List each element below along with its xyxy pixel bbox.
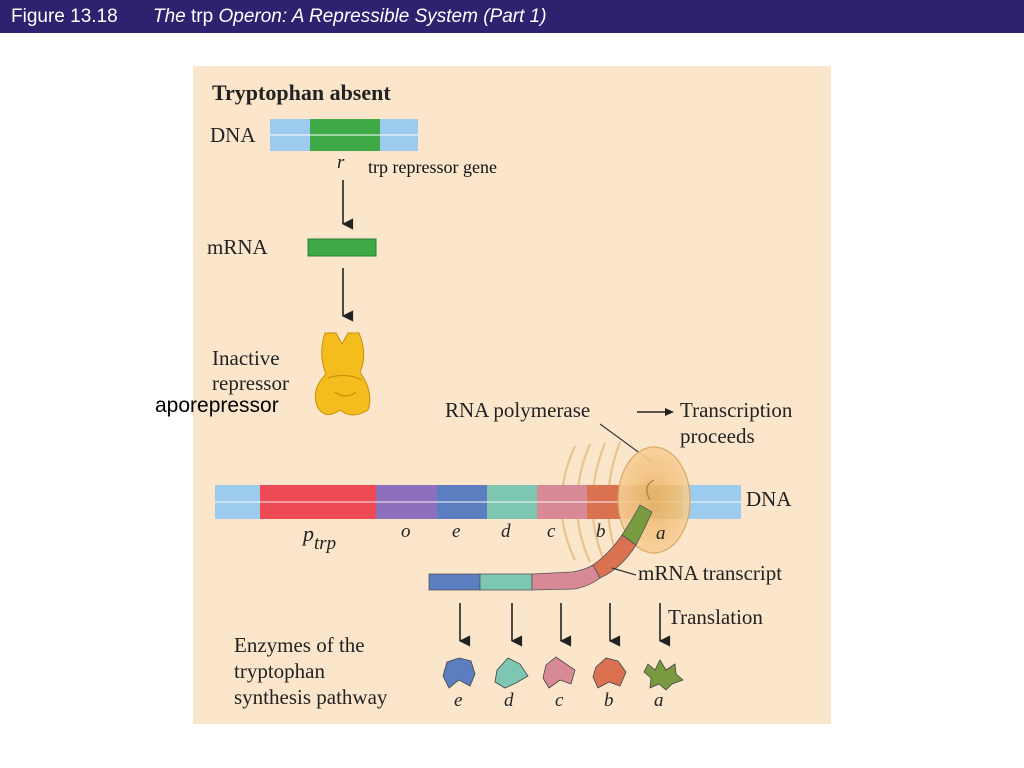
- label-enzymes-3: synthesis pathway: [234, 685, 388, 709]
- translation-arrows: [458, 603, 671, 647]
- label-enzyme-e: e: [454, 690, 463, 711]
- label-gene-o: o: [401, 521, 411, 542]
- repressor-mrna-bar: [307, 238, 377, 257]
- transcript-pointer: [611, 567, 637, 576]
- label-dna-main: DNA: [746, 487, 792, 511]
- label-gene-c: c: [547, 521, 556, 542]
- label-mrna-transcript: mRNA transcript: [638, 561, 783, 585]
- transcript-seg-d: [479, 573, 533, 591]
- label-enzyme-c: c: [555, 690, 564, 711]
- top-dna-strand: [270, 119, 418, 151]
- main-dna-strand: [215, 485, 741, 519]
- label-translation: Translation: [668, 605, 763, 629]
- enzyme-b: [592, 657, 627, 689]
- label-enzymes-1: Enzymes of the: [234, 633, 365, 657]
- label-repressor-gene: trp repressor gene: [368, 157, 497, 177]
- enzyme-c: [542, 656, 576, 689]
- enzyme-shapes: [442, 656, 684, 691]
- label-gene-e: e: [452, 521, 461, 542]
- label-enzymes-2: tryptophan: [234, 659, 325, 683]
- label-mrna: mRNA: [207, 235, 268, 259]
- figure-number: Figure 13.18: [11, 6, 118, 27]
- label-transcription: Transcription: [680, 398, 793, 422]
- transcript-seg-e: [428, 573, 481, 591]
- enzyme-d: [494, 657, 529, 689]
- label-promoter-sub: trp: [314, 533, 337, 554]
- title-italic-the: The: [153, 6, 186, 27]
- figure-title: The trp Operon: A Repressible System (Pa…: [153, 0, 547, 33]
- label-promoter-p: p: [303, 521, 314, 546]
- label-gene-a: a: [656, 523, 666, 544]
- heading-tryptophan-absent: Tryptophan absent: [212, 80, 391, 105]
- label-proceeds: proceeds: [680, 424, 755, 448]
- title-bar: Figure 13.18 The trp Operon: A Repressib…: [0, 0, 1024, 33]
- title-trp: trp: [191, 6, 214, 27]
- label-enzyme-a: a: [654, 690, 664, 711]
- label-repressor: repressor: [212, 371, 289, 395]
- title-italic-rest: Operon: A Repressible System (Part 1): [218, 6, 547, 27]
- label-promoter: ptrp: [303, 521, 336, 554]
- label-enzyme-b: b: [604, 690, 614, 711]
- label-inactive: Inactive: [212, 346, 280, 370]
- label-aporepressor: aporepressor: [155, 394, 279, 417]
- label-gene-d: d: [501, 521, 511, 542]
- label-gene-r: r: [337, 152, 345, 173]
- mrna-transcript: [428, 504, 653, 591]
- label-rna-polymerase: RNA polymerase: [445, 398, 591, 422]
- inactive-repressor-shape: [314, 332, 371, 416]
- enzyme-a: [643, 659, 684, 691]
- transcript-seg-a: [621, 504, 653, 546]
- label-enzyme-d: d: [504, 690, 514, 711]
- enzyme-e: [442, 657, 476, 689]
- label-dna-top: DNA: [210, 123, 256, 147]
- label-gene-b: b: [596, 521, 606, 542]
